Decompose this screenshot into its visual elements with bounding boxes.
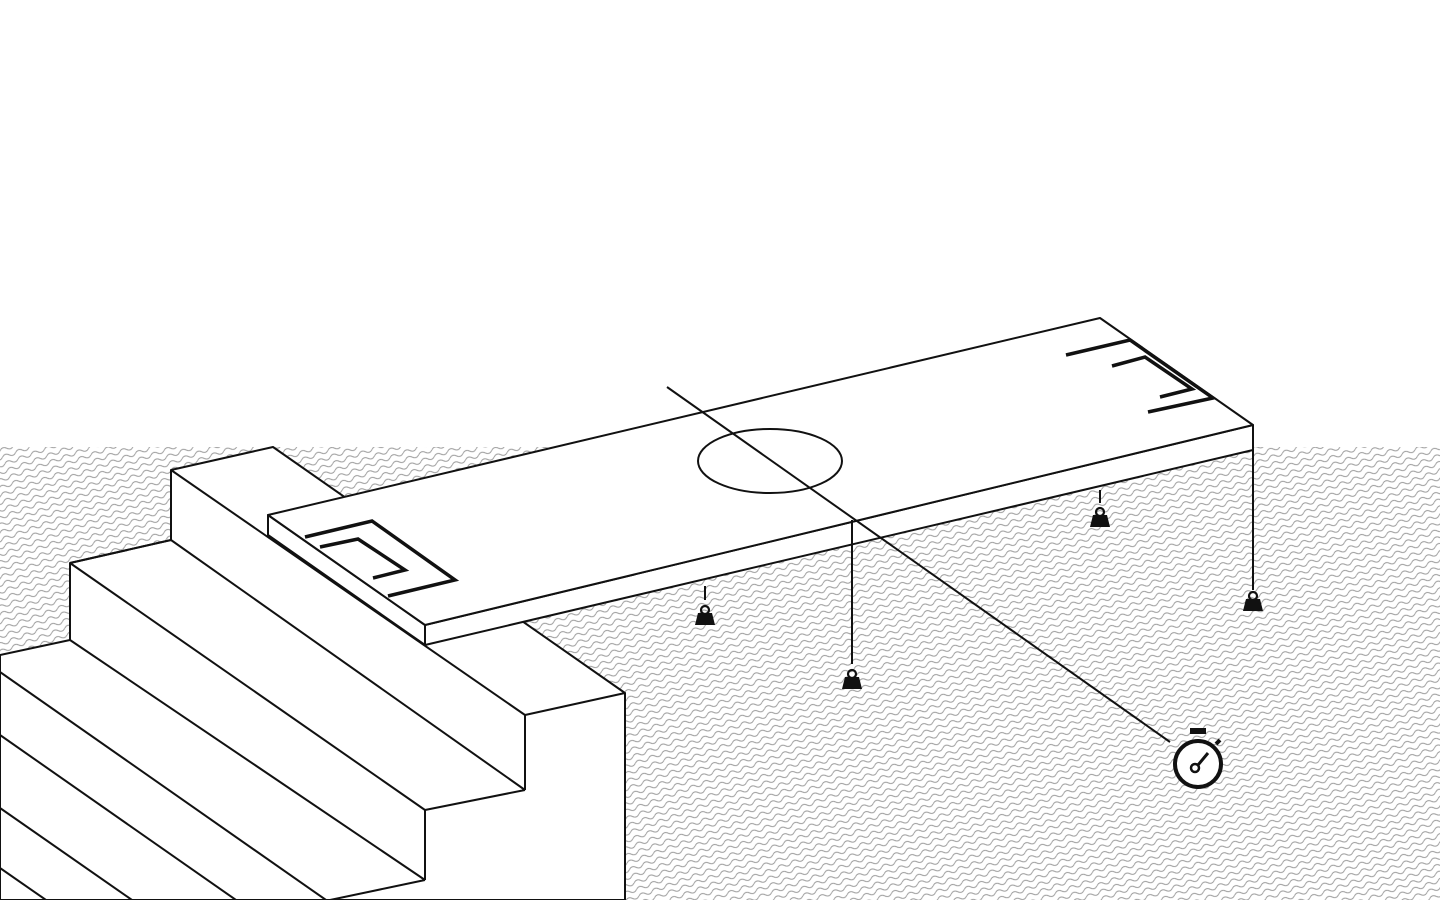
beam-top-face — [267, 317, 1254, 626]
right-pad-outer — [1065, 338, 1218, 414]
left-pad-outer — [304, 519, 460, 598]
stopwatch-icon — [1173, 728, 1223, 789]
strings — [666, 386, 1254, 743]
left-pad-inner — [319, 537, 410, 580]
right-pad-inner — [1111, 355, 1197, 399]
beam — [267, 317, 1254, 646]
center-hole — [697, 428, 843, 494]
support-pads — [304, 338, 1218, 598]
